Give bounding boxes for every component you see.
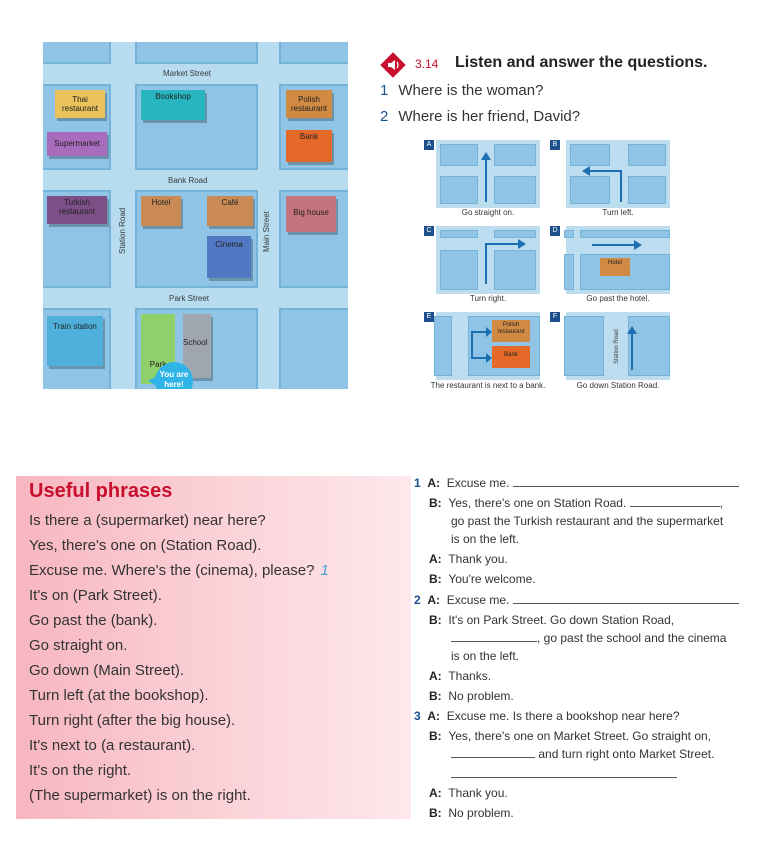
phrase: Go straight on. <box>29 637 128 654</box>
phrase: Go past the (bank). <box>29 612 158 629</box>
answer-blank[interactable] <box>451 748 535 758</box>
diagram-e-bank: Bank <box>492 346 530 368</box>
answer-blank[interactable] <box>629 497 720 507</box>
diagram-caption-d: Go past the hotel. <box>586 294 650 303</box>
diagram-c <box>436 226 540 294</box>
diagram-caption-b: Turn left. <box>602 208 634 217</box>
diagram-caption-f: Go down Station Road. <box>576 381 660 390</box>
building-cinema: Cinema <box>207 236 251 278</box>
dialogue-3-line-b1: B: Yes, there's one on Market Street. Go… <box>429 729 712 743</box>
diagram-e: Polish restaurant Bank <box>434 312 540 380</box>
phrase: It's next to (a restaurant). <box>29 737 196 754</box>
map-block <box>279 42 348 64</box>
diagram-d-hotel: Hotel <box>600 258 630 276</box>
phrase: It's on the right. <box>29 762 132 779</box>
diagram-a <box>436 140 540 208</box>
dialogue-3-line-b1-cont: and turn right onto Market Street. <box>451 747 714 761</box>
diagram-b <box>566 140 670 208</box>
exercise-header: 3.14 Listen and answer the questions. <box>380 52 760 80</box>
town-map: Market Street Bank Road Park Street Stat… <box>43 42 348 389</box>
diagram-badge-b: B <box>550 140 560 150</box>
diagram-f: Station Road <box>564 312 670 380</box>
dialogue-1-line-a2: A: Thank you. <box>429 552 508 566</box>
phrase: Excuse me. Where's the (cinema), please?… <box>29 562 329 579</box>
dialogue-1-line-b1: B: Yes, there's one on Station Road. , <box>429 496 724 510</box>
dialogue-3-line-a2: A: Thank you. <box>429 786 508 800</box>
diagram-caption-a: Go straight on. <box>461 208 515 217</box>
diagram-badge-f: F <box>550 312 560 322</box>
dialogue-1-line-b1-cont: go past the Turkish restaurant and the s… <box>451 514 724 528</box>
dialogue-3-blank-line <box>451 767 677 781</box>
phrase: (The supermarket) is on the right. <box>29 787 251 804</box>
building-bank: Bank <box>286 130 332 162</box>
dialogue-3-line-b2: B: No problem. <box>429 806 514 820</box>
diagram-badge-e: E <box>424 312 434 322</box>
building-thai-restaurant: Thai restaurant <box>55 90 105 118</box>
diagram-badge-c: C <box>424 226 434 236</box>
useful-phrases-title: Useful phrases <box>29 480 173 502</box>
exercise-title: Listen and answer the questions. <box>455 54 708 71</box>
street-label-park: Park Street <box>169 294 210 303</box>
building-cafe: Café <box>207 196 253 226</box>
useful-phrases-box: Useful phrases Is there a (supermarket) … <box>16 476 411 819</box>
answer-blank[interactable] <box>451 768 677 778</box>
phrase: Go down (Main Street). <box>29 662 185 679</box>
dialogue-1-line-b1-end: is on the left. <box>451 532 520 546</box>
phrase: Yes, there's one on (Station Road). <box>29 537 262 554</box>
dialogue-1-line-b2: B: You're welcome. <box>429 572 536 586</box>
street-label-market: Market Street <box>163 69 212 78</box>
building-polish-restaurant: Polish restaurant <box>286 90 332 118</box>
diagram-caption-e: The restaurant is next to a bank. <box>430 381 546 390</box>
dialogue-2-line-b1: B: It's on Park Street. Go down Station … <box>429 613 675 627</box>
diagram-d: Hotel <box>564 226 670 294</box>
diagram-badge-d: D <box>550 226 560 236</box>
dialogue-2-line-a1: 2 A: Excuse me. <box>414 593 739 607</box>
building-school: School <box>183 338 208 347</box>
map-block <box>43 42 111 64</box>
dialogue-2-line-a2: A: Thanks. <box>429 669 492 683</box>
phrase: Is there a (supermarket) near here? <box>29 512 266 529</box>
building-hotel: Hotel <box>141 196 181 226</box>
answer-blank[interactable] <box>512 594 739 604</box>
phrase: Turn right (after the big house). <box>29 712 236 729</box>
answer-blank[interactable] <box>512 477 739 487</box>
diagram-badge-a: A <box>424 140 434 150</box>
building-bookshop: Bookshop <box>141 90 205 120</box>
building-supermarket: Supermarket <box>47 132 107 156</box>
speaker-icon[interactable] <box>380 52 406 78</box>
phrase: Turn left (at the bookshop). <box>29 687 209 704</box>
dialogue-2-line-b1-end: is on the left. <box>451 649 520 663</box>
answer-blank[interactable] <box>451 632 537 642</box>
dialogue-2-line-b1-cont: , go past the school and the cinema <box>451 631 726 645</box>
dialogue-2-line-b2: B: No problem. <box>429 689 514 703</box>
dialogue-1-line-a1: 1 A: Excuse me. <box>414 476 739 490</box>
phrase: It's on (Park Street). <box>29 587 162 604</box>
map-block <box>135 42 258 64</box>
track-number: 3.14 <box>415 57 439 71</box>
street-label-bank-road: Bank Road <box>168 176 208 185</box>
street-label-station-road: Station Road <box>118 207 127 254</box>
diagram-e-polish-restaurant: Polish restaurant <box>492 320 530 342</box>
diagram-caption-c: Turn right. <box>469 294 507 303</box>
map-block <box>279 308 348 389</box>
building-big-house: Big house <box>286 196 336 232</box>
building-train-station: Train station <box>47 316 103 366</box>
street-label-main: Main Street <box>262 211 271 252</box>
you-are-here-marker: You are here! <box>148 362 193 389</box>
phrase-reference: 1 <box>320 562 329 579</box>
building-turkish-restaurant: Turkish restaurant <box>47 196 107 224</box>
dialogue-3-line-a1: 3 A: Excuse me. Is there a bookshop near… <box>414 709 680 723</box>
